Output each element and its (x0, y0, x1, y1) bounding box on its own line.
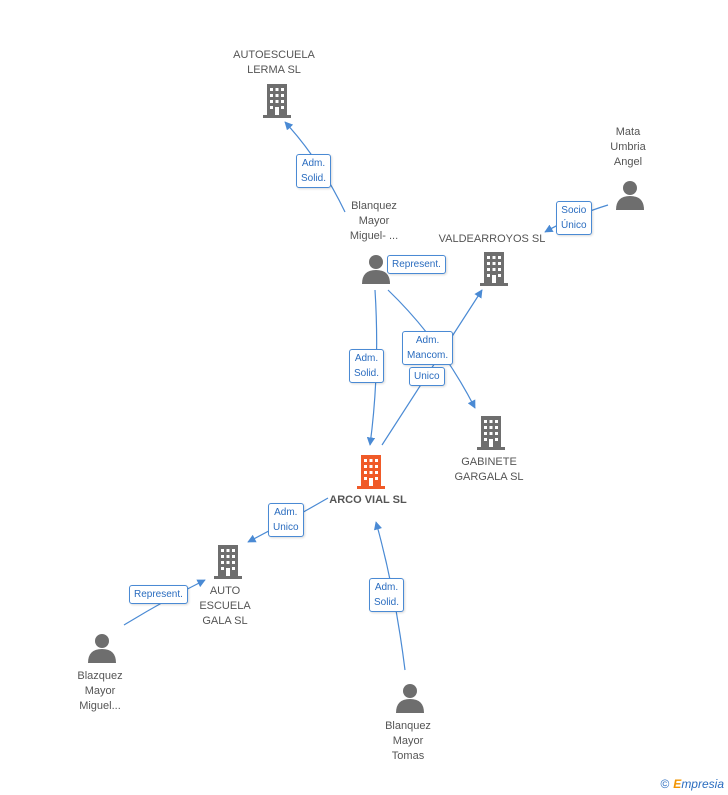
label-auto-escuela-gala: AUTO ESCUELA GALA SL (199, 585, 251, 627)
person-icon-mata-umbria[interactable] (615, 180, 645, 210)
edge-label-adm-mancom: Adm. Mancom. (402, 331, 454, 365)
building-icon-valdearroyos[interactable] (478, 252, 510, 286)
label-blazquez-miguel: Blazquez Mayor Miguel... (77, 670, 123, 712)
label-blanquez-tomas: Blanquez Mayor Tomas (385, 720, 431, 762)
label-arco-vial: ARCO VIAL SL (329, 494, 407, 506)
person-icon-blanquez-tomas[interactable] (395, 683, 425, 713)
edge-label-adm-solid-arco: Adm. Solid. (349, 349, 385, 383)
label-blanquez-miguel: Blanquez Mayor Miguel- ... (349, 200, 399, 242)
building-icon-arco-vial[interactable] (355, 455, 387, 489)
brand-initial: E (673, 777, 682, 791)
edge-label-adm-solid-tomas: Adm. Solid. (369, 578, 405, 612)
edge-label-adm-solid-lerma: Adm. Solid. (296, 154, 332, 188)
building-icon-gala[interactable] (212, 545, 244, 579)
building-icon-lerma[interactable] (261, 84, 293, 118)
label-mata-umbria: Mata Umbria Angel (610, 126, 646, 168)
label-valdearroyos: VALDEARROYOS SL (438, 233, 546, 245)
label-gabinete-gargala: GABINETE GARGALA SL (454, 456, 524, 483)
building-icon-gabinete[interactable] (475, 416, 507, 450)
person-icon-blanquez-miguel[interactable] (361, 254, 391, 284)
edge-label-adm-unico-gala: Adm. Unico (268, 503, 304, 537)
edge-label-unico: Unico (409, 367, 445, 386)
copyright-symbol: © (660, 777, 670, 791)
edge-label-socio-unico: Socio Único (556, 201, 592, 235)
edge-label-represent-gala: Represent. (129, 585, 188, 604)
label-autoescuela-lerma: AUTOESCUELA LERMA SL (233, 49, 315, 76)
person-icon-blazquez-miguel[interactable] (87, 633, 117, 663)
brand-name: mpresia (681, 777, 724, 791)
edge-label-represent-valdearroyos: Represent. (387, 255, 446, 274)
empresia-brand[interactable]: ©Empresia (660, 777, 724, 791)
